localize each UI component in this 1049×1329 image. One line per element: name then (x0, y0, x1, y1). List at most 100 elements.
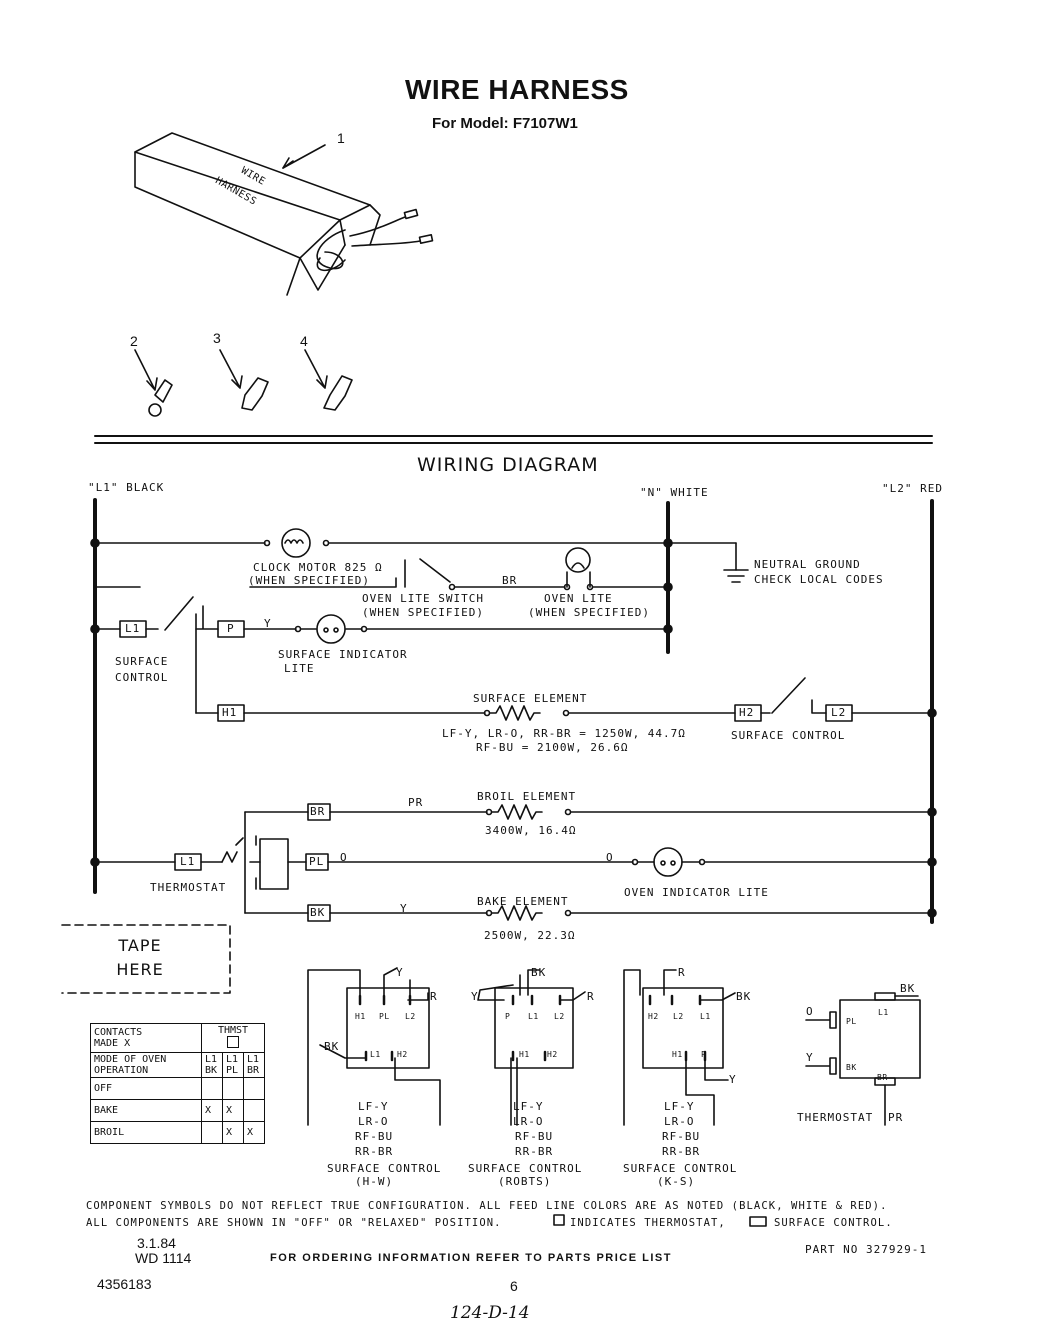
row-label: OFF (90, 1077, 202, 1100)
l1-box-label: L1 (125, 622, 141, 635)
surface-indicator-lite-label: LITE (284, 662, 315, 675)
hw-term-h1: H1 (355, 1012, 366, 1021)
footer-wd: WD 1114 (135, 1250, 192, 1266)
robts-legend-4: RR-BR (515, 1145, 554, 1158)
callout-3: 3 (213, 330, 221, 346)
model-subtitle: For Model: F7107W1 (432, 115, 578, 132)
oven-lite-note: (WHEN SPECIFIED) (528, 606, 650, 619)
note-line-2: ALL COMPONENTS ARE SHOWN IN "OFF" OR "RE… (86, 1217, 502, 1229)
cell (201, 1121, 223, 1144)
l2-box-label: L2 (831, 706, 847, 719)
page-number: 6 (510, 1278, 518, 1294)
clock-motor-note: (WHEN SPECIFIED) (248, 574, 370, 587)
hw-legend-2: LR-O (358, 1115, 389, 1128)
hw-term-l2: L2 (405, 1012, 416, 1021)
thermo-wire-bk: BK (900, 982, 916, 995)
ks-term-l2: L2 (673, 1012, 684, 1021)
doc-number: 4356183 (97, 1276, 152, 1292)
page-title: WIRE HARNESS (405, 74, 629, 105)
cell: X (243, 1121, 265, 1144)
thermo-term-br: BR (877, 1073, 888, 1082)
br-box-label: BR (310, 805, 326, 818)
terminal-illustrations (134, 349, 353, 417)
robts-term-p: P (505, 1012, 511, 1021)
n-white-label: "N" WHITE (640, 486, 709, 499)
bake-element-label: BAKE ELEMENT (477, 895, 569, 908)
robts-legend-3: RF-BU (515, 1130, 554, 1143)
surface-indicator-label: SURFACE INDICATOR (278, 648, 408, 661)
hw-legend-3: RF-BU (355, 1130, 394, 1143)
ks-term-h1: H1 (672, 1050, 683, 1059)
ks-term-p: P (701, 1050, 707, 1059)
cell (222, 1077, 244, 1100)
oven-lite-label: OVEN LITE (544, 592, 613, 605)
thermo-term-l1: L1 (878, 1008, 889, 1017)
surface-element-label: SURFACE ELEMENT (473, 692, 588, 705)
handwritten-code: 124-D-14 (450, 1303, 530, 1323)
surface-element-rating-2: RF-BU = 2100W, 26.6Ω (476, 741, 629, 754)
cell: X (222, 1121, 244, 1144)
surface-element-rating-1: LF-Y, LR-O, RR-BR = 1250W, 44.7Ω (442, 727, 686, 740)
note-surface-control: SURFACE CONTROL. (774, 1217, 893, 1229)
harness-box-illustration (134, 132, 434, 296)
hw-legend-1: LF-Y (358, 1100, 389, 1113)
callout-2: 2 (130, 333, 138, 349)
broil-element-label: BROIL ELEMENT (477, 790, 577, 803)
ks-wire-bk: BK (736, 990, 752, 1003)
h2-box-label: H2 (739, 706, 755, 719)
o-wire-label-1: O (340, 851, 348, 864)
hw-legend-4: RR-BR (355, 1145, 394, 1158)
wiring-diagram-title: WIRING DIAGRAM (417, 454, 599, 476)
oven-indicator-lite-label: OVEN INDICATOR LITE (624, 886, 769, 899)
ks-caption: SURFACE CONTROL (623, 1162, 738, 1175)
cell (243, 1099, 265, 1122)
robts-wire-bk: BK (531, 966, 547, 979)
here-label: HERE (116, 960, 164, 979)
robts-term-l1: L1 (528, 1012, 539, 1021)
y-wire-label: Y (264, 617, 272, 630)
robts-wire-y: Y (471, 990, 479, 1003)
table-row: BROIL X X (90, 1121, 265, 1144)
callout-1: 1 (337, 130, 345, 146)
l2-red-label: "L2" RED (882, 482, 943, 495)
broil-element-rating: 3400W, 16.4Ω (485, 824, 577, 837)
robts-wire-r: R (587, 990, 595, 1003)
check-local-codes-label: CHECK LOCAL CODES (754, 573, 884, 586)
ks-legend-4: RR-BR (662, 1145, 701, 1158)
note-line-1: COMPONENT SYMBOLS DO NOT REFLECT TRUE CO… (86, 1200, 888, 1212)
l1-black-label: "L1" BLACK (88, 481, 165, 494)
row-label: BROIL (90, 1121, 202, 1144)
thmst-head: THMST (201, 1023, 265, 1053)
oven-lite-switch-label: OVEN LITE SWITCH (362, 592, 484, 605)
ordering-note: FOR ORDERING INFORMATION REFER TO PARTS … (270, 1252, 672, 1264)
cell: X (222, 1099, 244, 1122)
table-row: OFF (90, 1077, 265, 1100)
ks-legend-2: LR-O (664, 1115, 695, 1128)
ks-wire-r: R (678, 966, 686, 979)
h1-box-label: H1 (222, 706, 238, 719)
robts-caption-model: (ROBTS) (498, 1175, 552, 1188)
o-wire-label-2: O (606, 851, 614, 864)
row-label: BAKE (90, 1099, 202, 1122)
thermo-pr: PR (888, 1111, 904, 1124)
robts-legend-2: LR-O (513, 1115, 544, 1128)
callout-4: 4 (300, 333, 308, 349)
p-box-label: P (227, 622, 235, 635)
surface-control-right-label: SURFACE CONTROL (731, 729, 846, 742)
footer-date: 3.1.84 (137, 1235, 176, 1251)
robts-legend-1: LF-Y (513, 1100, 544, 1113)
pl-box-label: PL (309, 855, 325, 868)
y-wire-bake-label: Y (400, 902, 408, 915)
cell: X (201, 1099, 223, 1122)
thermo-term-pl: PL (846, 1017, 857, 1026)
hw-caption: SURFACE CONTROL (327, 1162, 442, 1175)
hw-term-pl: PL (379, 1012, 390, 1021)
hw-term-h2: H2 (397, 1050, 408, 1059)
part-number: PART NO 327929-1 (805, 1243, 927, 1256)
thermostat-l1-box-label: L1 (180, 855, 196, 868)
ks-legend-1: LF-Y (664, 1100, 695, 1113)
